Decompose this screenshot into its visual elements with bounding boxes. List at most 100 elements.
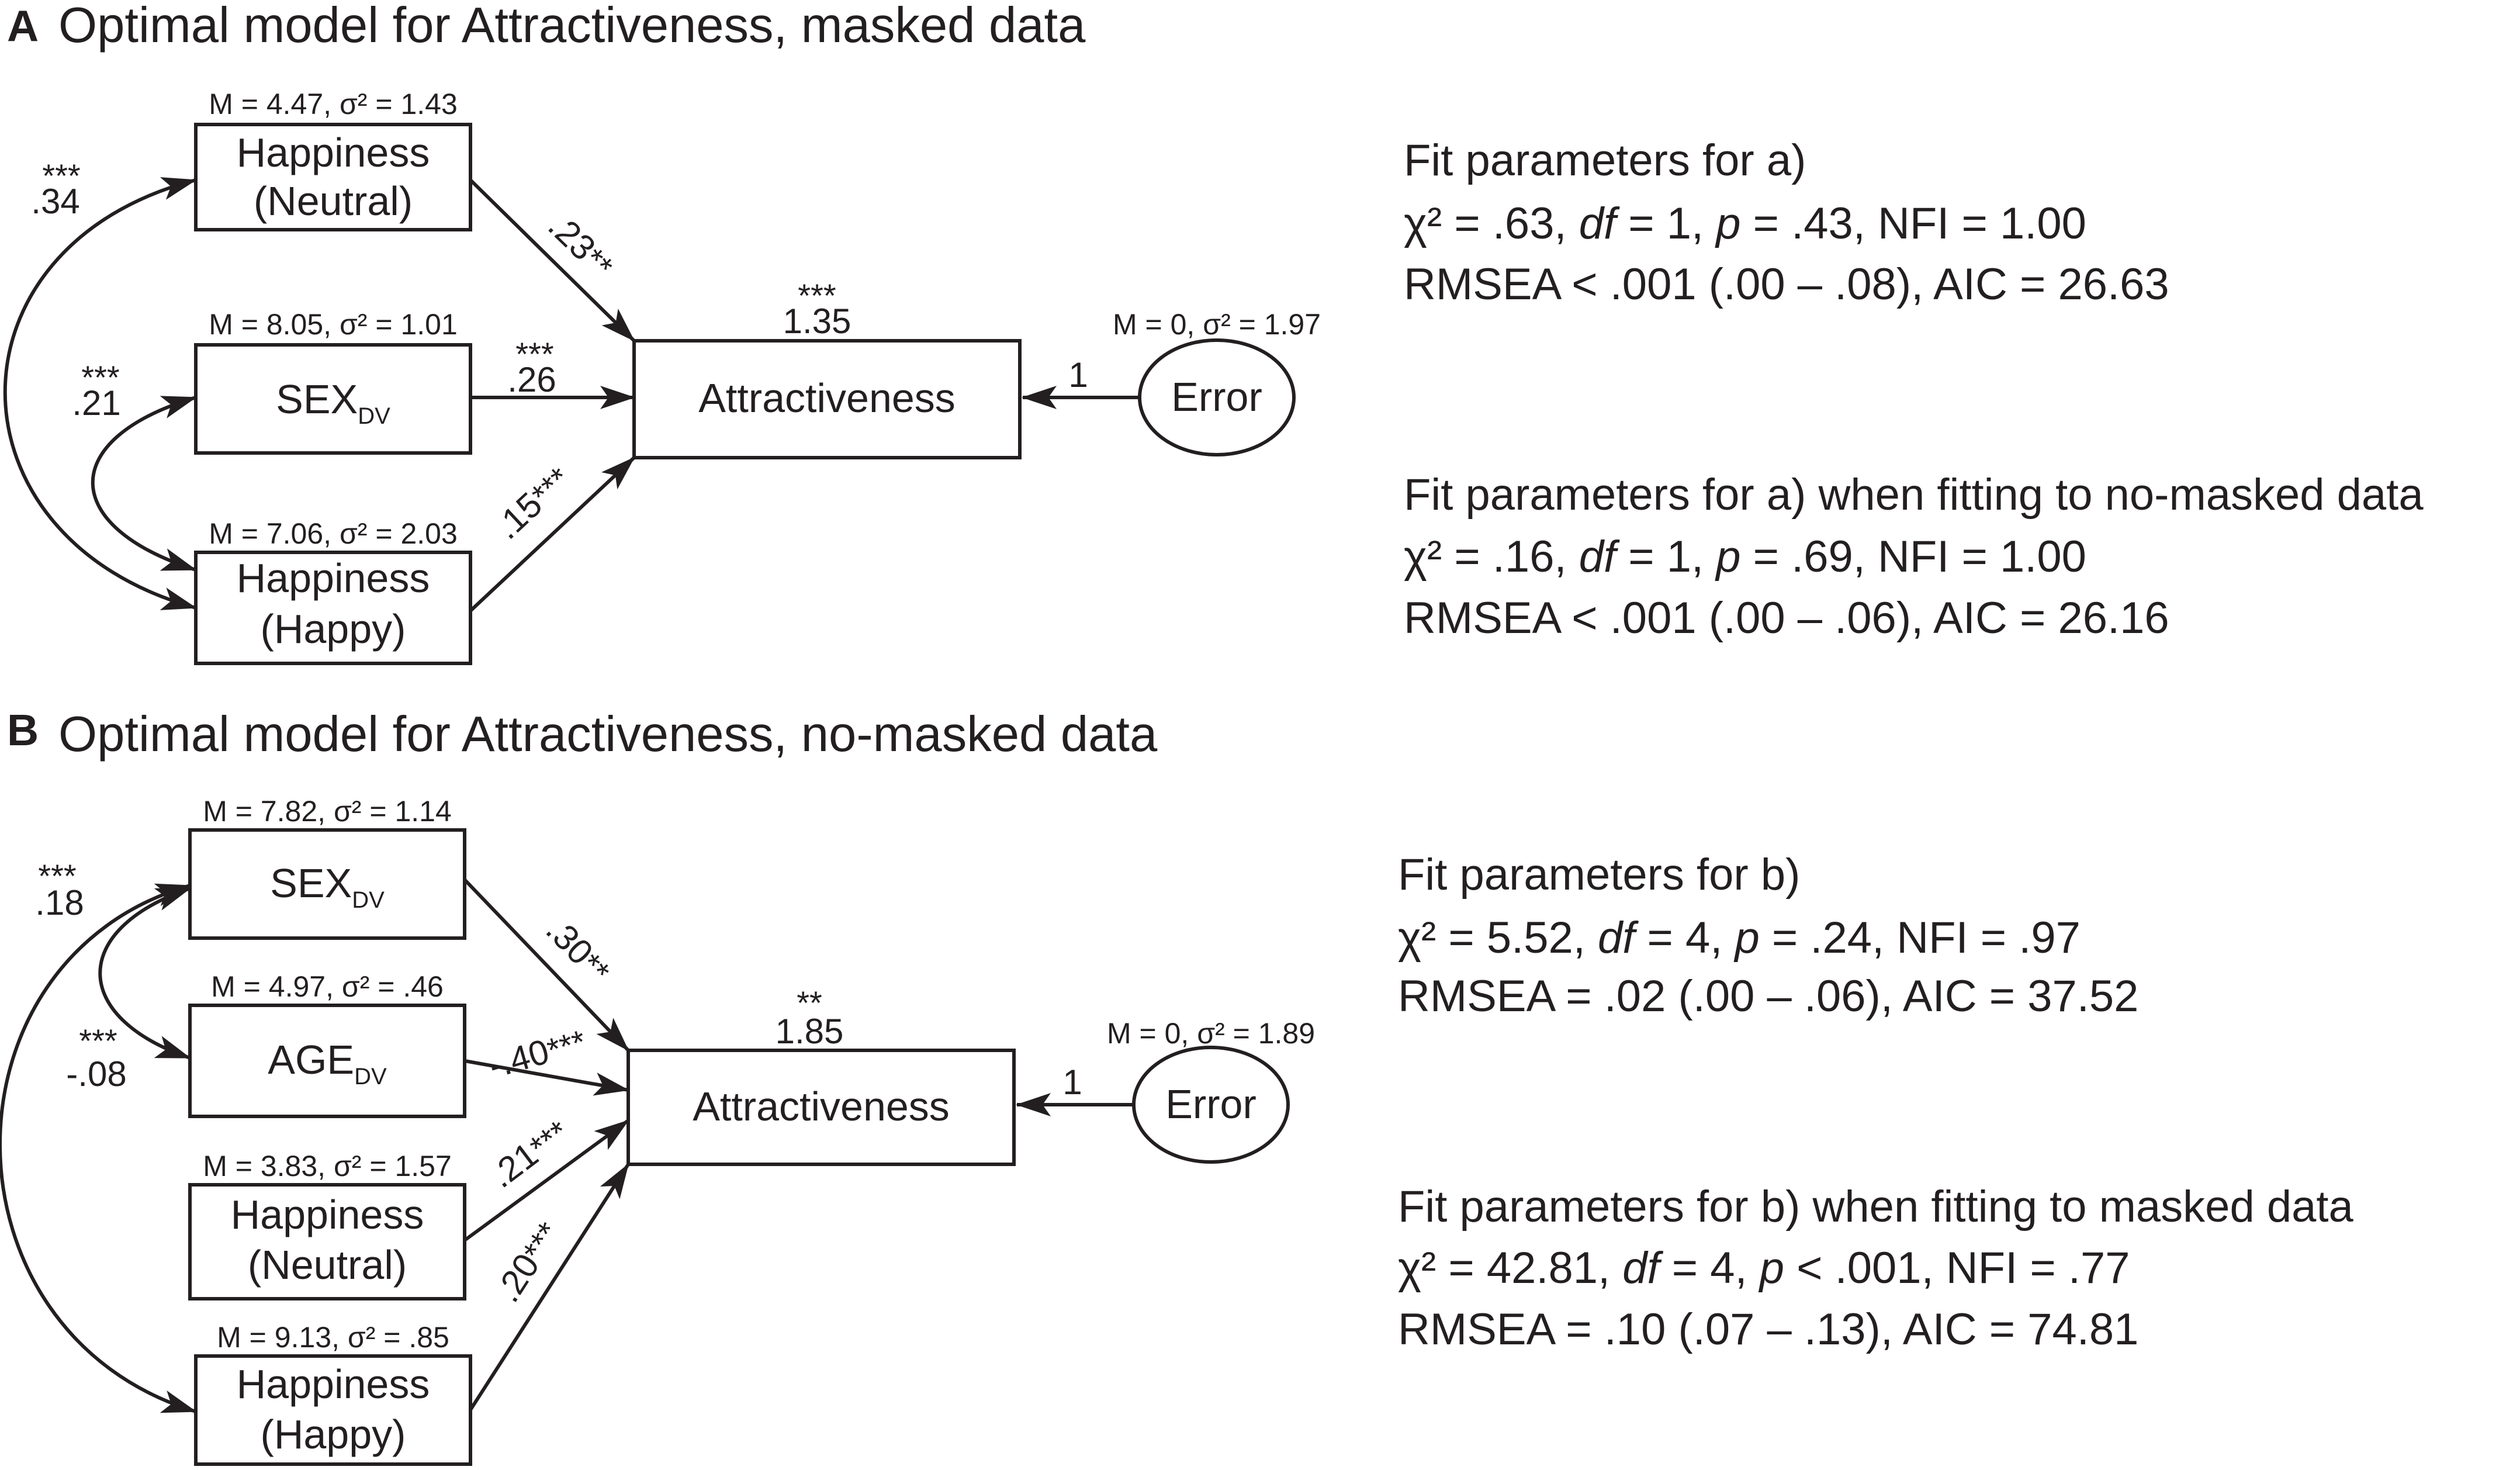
path-coef-happiness-neutral: .21*** bbox=[483, 1112, 576, 1195]
fit-heading: Fit parameters for b) bbox=[1398, 850, 1800, 900]
fit-line-chi: χ² = .63, df = 1, p = .43, NFI = 1.00 bbox=[1404, 199, 2086, 248]
panel-b: B Optimal model for Attractiveness, no-m… bbox=[0, 705, 2353, 1466]
fit-line-rmsea: RMSEA = .10 (.07 – .13), AIC = 74.81 bbox=[1398, 1305, 2138, 1354]
fit-heading: Fit parameters for b) when fitting to ma… bbox=[1398, 1182, 2353, 1232]
predictor-label-line2: (Neutral) bbox=[248, 1242, 407, 1288]
predictor-label-line2: (Happy) bbox=[261, 1412, 406, 1457]
predictor-box bbox=[194, 1354, 472, 1466]
fit-line-chi: χ² = 42.81, df = 4, p < .001, NFI = .77 bbox=[1398, 1243, 2130, 1293]
covariance-coef-outer: .34 bbox=[31, 182, 79, 221]
covariance-arrow-outer bbox=[3, 177, 197, 610]
panel-b-letter: B bbox=[7, 705, 39, 755]
path-arrow-happiness-happy bbox=[469, 456, 636, 613]
error-stat: M = 0, σ² = 1.97 bbox=[1113, 308, 1321, 341]
panel-a-letter: A bbox=[7, 1, 39, 50]
predictor-box bbox=[188, 828, 466, 940]
predictor-stat: M = 7.82, σ² = 1.14 bbox=[203, 795, 452, 828]
panel-b-predictor-happiness-happy: M = 9.13, σ² = .85 Happiness (Happy) bbox=[194, 1321, 472, 1466]
panel-a-predictor-happiness-happy: M = 7.06, σ² = 2.03 Happiness (Happy) bbox=[194, 517, 472, 665]
intercept-stars: *** bbox=[798, 277, 836, 314]
fit-line-chi: χ² = 5.52, df = 4, p = .24, NFI = .97 bbox=[1398, 913, 2081, 963]
intercept-stars: ** bbox=[797, 984, 822, 1021]
outcome-box bbox=[626, 1049, 1016, 1166]
fit-line-rmsea: RMSEA < .001 (.00 – .06), AIC = 26.16 bbox=[1404, 593, 2169, 643]
path-coef-sex-dv: .26 bbox=[507, 360, 556, 399]
error-loading: 1 bbox=[1062, 1063, 1082, 1102]
covariance-stars-inner: *** bbox=[79, 1022, 117, 1059]
path-arrow-happiness-neutral bbox=[469, 178, 636, 343]
outcome-label: Attractiveness bbox=[693, 1084, 950, 1129]
predictor-stat: M = 4.47, σ² = 1.43 bbox=[209, 88, 458, 120]
path-arrow-age-dv bbox=[464, 1059, 629, 1096]
panel-a-predictor-happiness-neutral: M = 4.47, σ² = 1.43 Happiness (Neutral) bbox=[194, 88, 472, 231]
path-coef-happiness-happy: .20*** bbox=[487, 1215, 567, 1309]
panel-a-covariances: *** .34 *** .21 bbox=[3, 157, 197, 610]
intercept-value: 1.85 bbox=[776, 1012, 844, 1051]
predictor-stat: M = 7.06, σ² = 2.03 bbox=[209, 517, 458, 550]
panel-a-predictor-sex-dv: M = 8.05, σ² = 1.01 SEXDV bbox=[194, 308, 472, 455]
predictor-box bbox=[194, 343, 472, 455]
predictor-label: AGEDV bbox=[268, 1037, 387, 1089]
path-arrow-happiness-happy bbox=[469, 1163, 630, 1411]
error-loading: 1 bbox=[1068, 355, 1088, 395]
path-arrow-sex-dv bbox=[463, 878, 630, 1052]
panel-b-error: M = 0, σ² = 1.89 Error 1 bbox=[1016, 1017, 1315, 1164]
path-coef-happiness-neutral: .23** bbox=[541, 206, 621, 285]
predictor-box bbox=[194, 551, 472, 665]
panel-b-predictor-happiness-neutral: M = 3.83, σ² = 1.57 Happiness (Neutral) bbox=[188, 1150, 466, 1300]
covariance-coef-inner: -.08 bbox=[66, 1054, 126, 1094]
path-coef-age-dv: -.40*** bbox=[484, 1021, 590, 1086]
error-label: Error bbox=[1171, 374, 1262, 420]
predictor-label-line1: Happiness bbox=[231, 1192, 424, 1237]
panel-b-predictor-sex-dv: M = 7.82, σ² = 1.14 SEXDV bbox=[188, 795, 466, 940]
fit-line-chi: χ² = .16, df = 1, p = .69, NFI = 1.00 bbox=[1404, 532, 2086, 582]
intercept-value: 1.35 bbox=[783, 302, 851, 341]
predictor-label-line1: Happiness bbox=[237, 130, 430, 175]
predictor-label-line1: Happiness bbox=[237, 1361, 430, 1407]
outcome-label: Attractiveness bbox=[698, 375, 956, 421]
predictor-stat: M = 4.97, σ² = .46 bbox=[211, 970, 444, 1003]
error-stat: M = 0, σ² = 1.89 bbox=[1107, 1017, 1315, 1050]
panel-a-paths: .23** *** .26 .15*** bbox=[469, 178, 636, 613]
path-arrow-happiness-neutral bbox=[463, 1119, 629, 1242]
predictor-stat: M = 9.13, σ² = .85 bbox=[217, 1321, 449, 1354]
predictor-box bbox=[188, 1004, 466, 1118]
panel-b-outcome: ** 1.85 Attractiveness bbox=[626, 984, 1016, 1166]
fit-line-rmsea: RMSEA = .02 (.00 – .06), AIC = 37.52 bbox=[1398, 971, 2138, 1021]
panel-b-title: Optimal model for Attractiveness, no-mas… bbox=[58, 707, 1158, 762]
covariance-stars-outer: *** bbox=[42, 157, 80, 194]
predictor-label-line2: (Happy) bbox=[261, 606, 406, 652]
error-label: Error bbox=[1165, 1081, 1256, 1127]
covariance-stars-inner: *** bbox=[81, 359, 119, 396]
panel-b-paths: .30** -.40*** .21*** .20*** bbox=[463, 878, 630, 1411]
panel-a-title: Optimal model for Attractiveness, masked… bbox=[58, 0, 1086, 53]
path-stars-sex-dv: *** bbox=[515, 335, 553, 372]
panel-a-outcome: *** 1.35 Attractiveness bbox=[632, 277, 1022, 459]
panel-a: A Optimal model for Attractiveness, mask… bbox=[3, 0, 2424, 665]
outcome-box bbox=[632, 339, 1022, 459]
fit-line-rmsea: RMSEA < .001 (.00 – .08), AIC = 26.63 bbox=[1404, 260, 2169, 309]
predictor-stat: M = 3.83, σ² = 1.57 bbox=[203, 1150, 452, 1182]
panel-b-predictor-age-dv: M = 4.97, σ² = .46 AGEDV bbox=[188, 970, 466, 1118]
covariance-coef-outer: .18 bbox=[35, 883, 84, 922]
predictor-label: SEXDV bbox=[270, 860, 385, 913]
predictor-label-line2: (Neutral) bbox=[254, 178, 413, 224]
panel-b-covariances: *** .18 *** -.08 bbox=[0, 857, 197, 1413]
predictor-stat: M = 8.05, σ² = 1.01 bbox=[209, 308, 458, 341]
covariance-coef-inner: .21 bbox=[72, 383, 120, 423]
panel-a-fit-parameters: Fit parameters for a) χ² = .63, df = 1, … bbox=[1404, 136, 2424, 643]
panel-b-fit-parameters: Fit parameters for b) χ² = 5.52, df = 4,… bbox=[1398, 850, 2353, 1354]
predictor-label: SEXDV bbox=[276, 376, 390, 429]
predictor-box bbox=[194, 123, 472, 231]
path-coef-happiness-happy: .15*** bbox=[487, 459, 578, 547]
predictor-box bbox=[188, 1183, 466, 1300]
covariance-arrow-inner bbox=[91, 396, 197, 572]
covariance-stars-outer: *** bbox=[38, 857, 76, 894]
covariance-arrow-outer bbox=[0, 883, 197, 1413]
path-coef-sex-dv: .30** bbox=[539, 910, 618, 991]
panel-a-error: M = 0, σ² = 1.97 Error 1 bbox=[1022, 308, 1321, 456]
fit-heading: Fit parameters for a) bbox=[1404, 136, 1806, 185]
covariance-arrow-inner bbox=[98, 887, 191, 1060]
